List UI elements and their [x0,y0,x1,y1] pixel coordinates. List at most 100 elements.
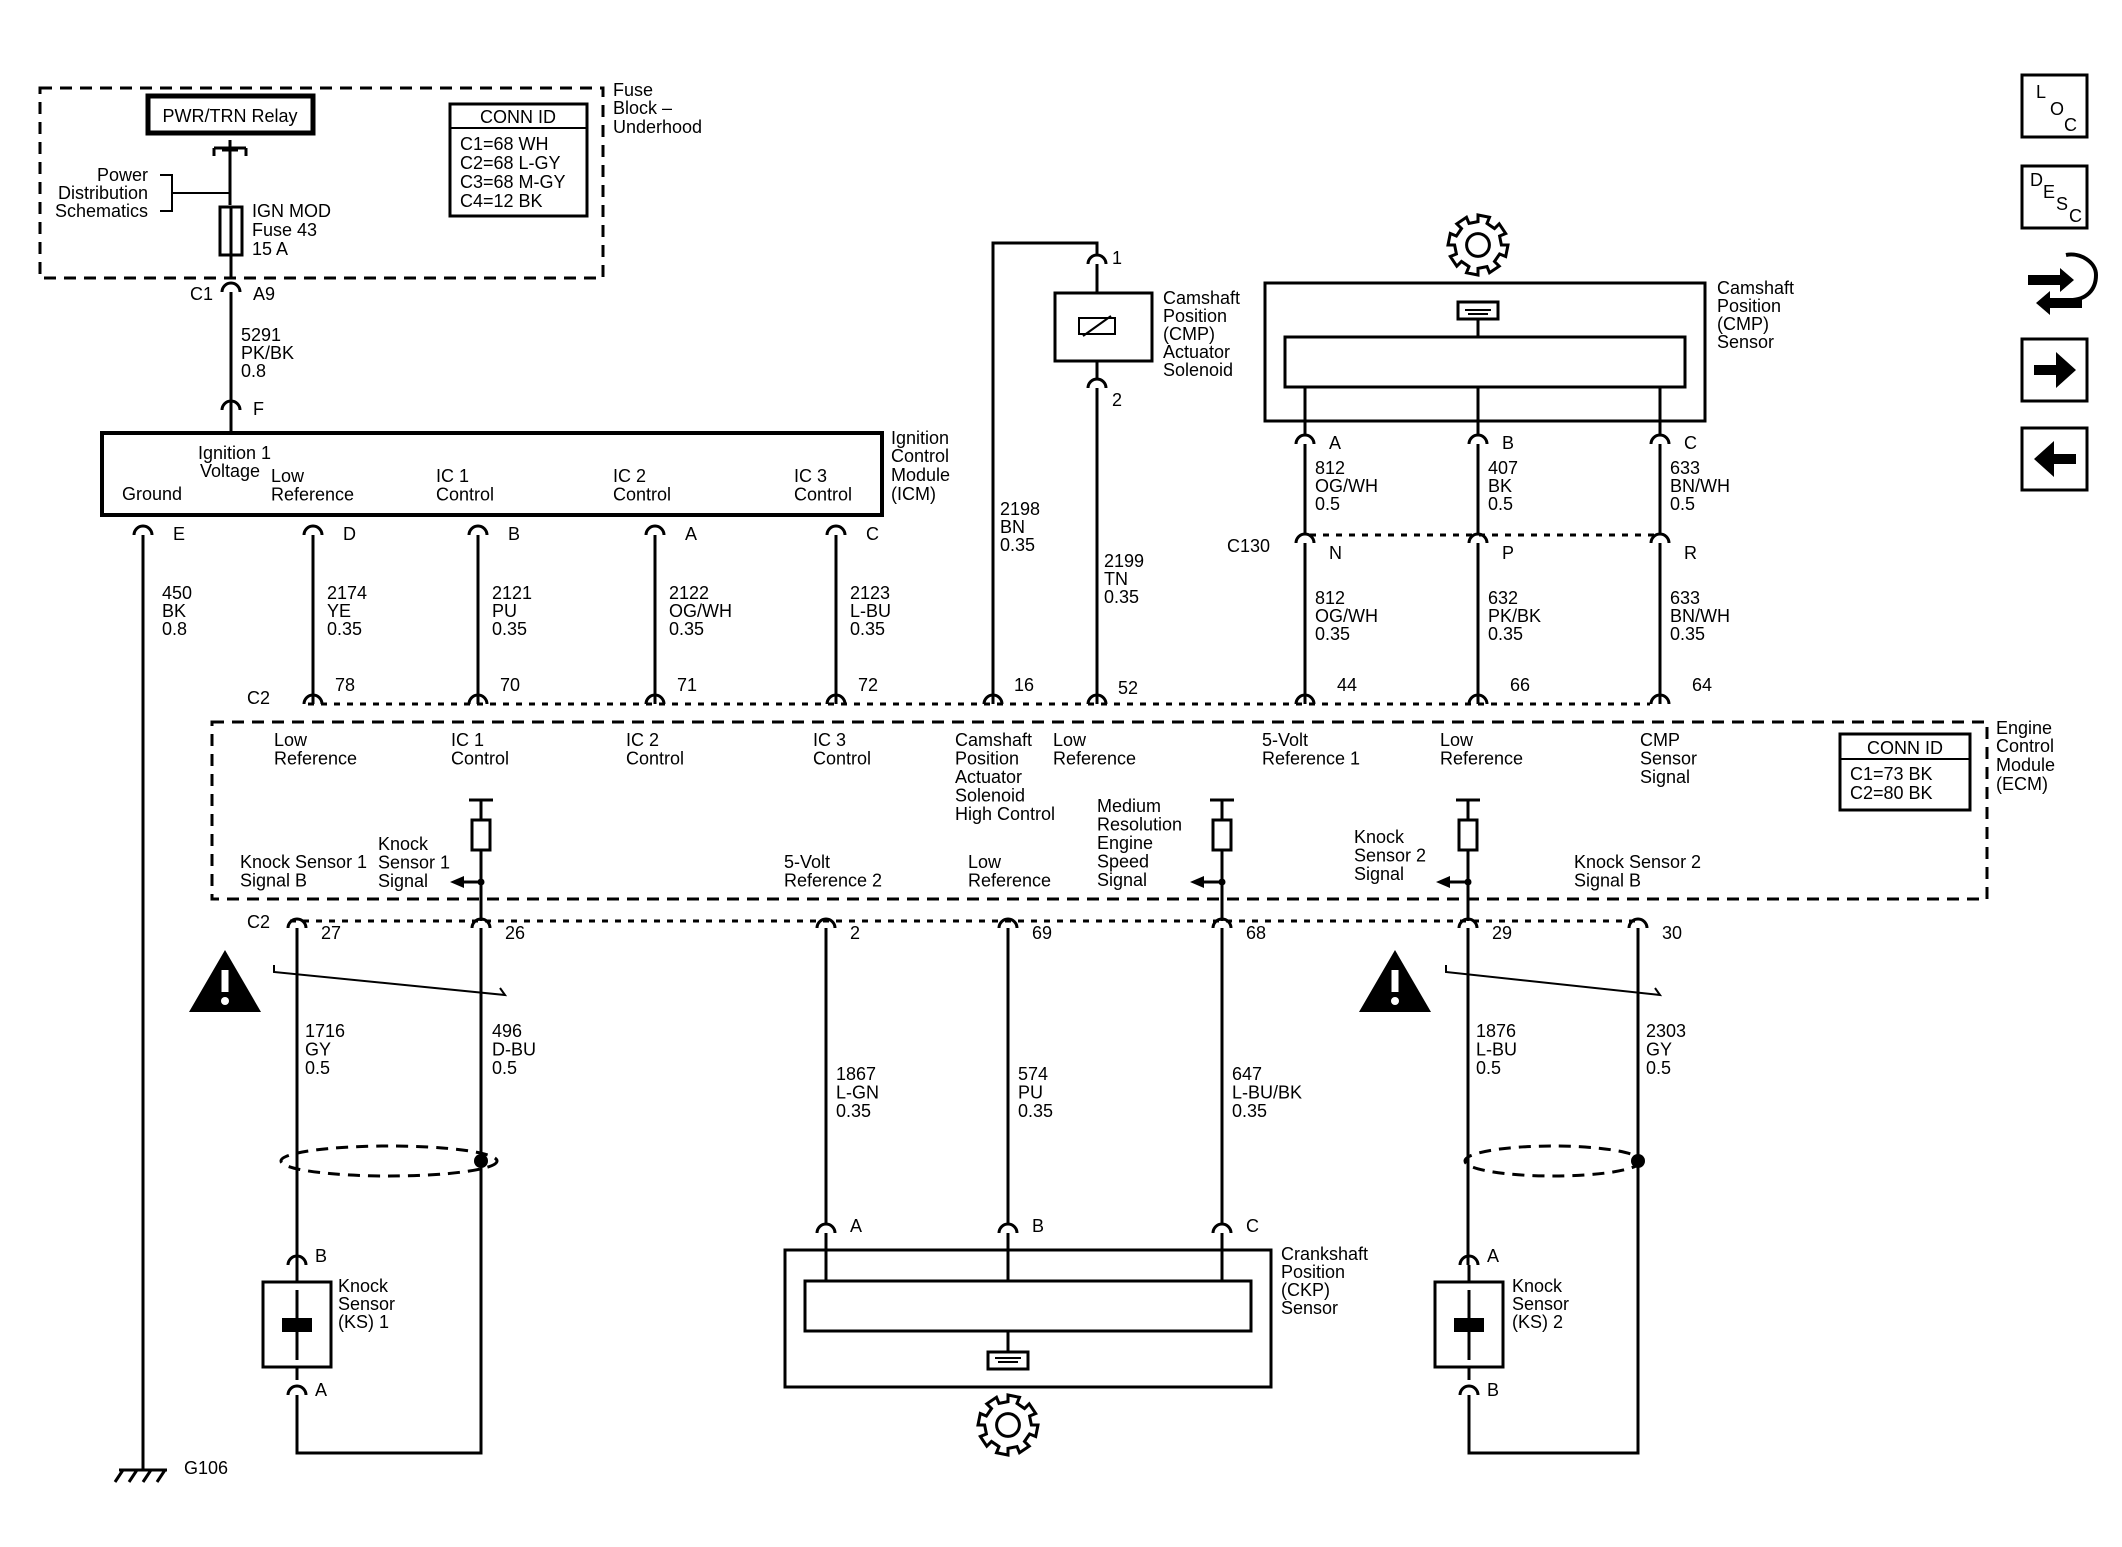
svg-text:Low: Low [968,852,1002,872]
connector-view-icon[interactable] [2028,252,2099,315]
svg-text:PU: PU [1018,1083,1043,1103]
cmp-sensor: Camshaft Position (CMP) Sensor C130 A812… [1227,213,1794,705]
svg-text:0.5: 0.5 [1670,494,1695,514]
arrow-left-icon [2034,441,2076,477]
svg-text:OG/WH: OG/WH [669,601,732,621]
svg-text:69: 69 [1032,923,1052,943]
svg-text:IC 1: IC 1 [436,466,469,486]
prev-arrow-button[interactable] [2020,426,2089,492]
svg-text:Crankshaft: Crankshaft [1281,1244,1368,1264]
svg-text:Knock: Knock [378,834,429,854]
svg-text:Sensor: Sensor [1717,332,1774,352]
svg-text:Control: Control [813,749,871,769]
svg-text:Fuse: Fuse [613,80,653,100]
svg-text:Reference 1: Reference 1 [1262,749,1360,769]
svg-text:A: A [315,1380,327,1400]
svg-text:44: 44 [1337,675,1357,695]
svg-text:BN: BN [1000,517,1025,537]
knock-sensor-1: Knock Sensor (KS) 1 B A [261,1246,395,1400]
svg-text:High Control: High Control [955,804,1055,824]
magnet-icon [986,1350,1030,1371]
svg-text:30: 30 [1662,923,1682,943]
svg-text:66: 66 [1510,675,1530,695]
svg-text:26: 26 [505,923,525,943]
arrow-right-icon [2034,352,2076,388]
svg-text:Knock Sensor 1: Knock Sensor 1 [240,852,367,872]
svg-text:(KS) 2: (KS) 2 [1512,1312,1563,1332]
svg-text:647: 647 [1232,1064,1262,1084]
svg-text:A9: A9 [253,284,275,304]
svg-text:0.35: 0.35 [1104,587,1139,607]
svg-text:C2: C2 [247,912,270,932]
svg-text:Resolution: Resolution [1097,815,1182,835]
svg-text:496: 496 [492,1021,522,1041]
svg-text:Module: Module [891,465,950,485]
svg-text:C3=68 M-GY: C3=68 M-GY [460,172,566,192]
svg-text:Actuator: Actuator [1163,342,1230,362]
svg-text:F: F [253,399,264,419]
loc-button[interactable]: L O C [2020,73,2089,139]
svg-text:IGN MOD: IGN MOD [252,201,331,221]
svg-text:Knock: Knock [1512,1276,1563,1296]
svg-text:Low: Low [1053,730,1087,750]
svg-text:C: C [2064,115,2077,135]
svg-text:632: 632 [1488,588,1518,608]
desc-button[interactable]: D E S C [2020,164,2089,230]
svg-text:70: 70 [500,675,520,695]
svg-text:L-BU: L-BU [850,601,891,621]
svg-text:0.35: 0.35 [327,619,362,639]
svg-text:A: A [850,1216,862,1236]
svg-text:574: 574 [1018,1064,1048,1084]
svg-text:72: 72 [858,675,878,695]
svg-text:IC 2: IC 2 [613,466,646,486]
fuse-label: IGN MOD Fuse 43 15 A [252,201,331,259]
svg-text:PK/BK: PK/BK [241,343,294,363]
svg-text:D: D [343,524,356,544]
next-arrow-button[interactable] [2020,337,2089,403]
svg-text:0.35: 0.35 [1315,624,1350,644]
fuse-block-conn-id: CONN ID C1=68 WH C2=68 L-GY C3=68 M-GY C… [448,102,589,218]
svg-text:Control: Control [613,485,671,505]
svg-text:0.5: 0.5 [305,1058,330,1078]
svg-text:Medium: Medium [1097,796,1161,816]
svg-text:Low: Low [271,466,305,486]
svg-text:27: 27 [321,923,341,943]
svg-text:64: 64 [1692,675,1712,695]
svg-text:407: 407 [1488,458,1518,478]
svg-text:E: E [173,524,185,544]
svg-text:O: O [2050,99,2064,119]
svg-text:Sensor 1: Sensor 1 [378,853,450,873]
ground-circuit: G106 [113,535,228,1483]
svg-text:(ECM): (ECM) [1996,774,2048,794]
svg-text:Reference: Reference [968,871,1051,891]
svg-text:B: B [1032,1216,1044,1236]
svg-text:Signal: Signal [1097,870,1147,890]
svg-text:Sensor 2: Sensor 2 [1354,846,1426,866]
svg-text:P: P [1502,543,1514,563]
svg-text:C: C [866,524,879,544]
svg-text:D-BU: D-BU [492,1040,536,1060]
svg-text:68: 68 [1246,923,1266,943]
svg-text:Reference 2: Reference 2 [784,871,882,891]
svg-text:Actuator: Actuator [955,767,1022,787]
ckp-sensor-title: Crankshaft Position (CKP) Sensor [1281,1244,1368,1318]
svg-text:Sensor: Sensor [1512,1294,1569,1314]
svg-text:71: 71 [677,675,697,695]
ckp-sensor: Crankshaft Position (CKP) Sensor [783,1244,1368,1457]
svg-text:Knock: Knock [338,1276,389,1296]
svg-text:E: E [2043,182,2055,202]
cmp-sensor-title: Camshaft Position (CMP) Sensor [1717,278,1794,352]
svg-text:0.35: 0.35 [1232,1101,1267,1121]
pwr-trn-relay-box [145,93,316,136]
svg-text:5-Volt: 5-Volt [784,852,830,872]
